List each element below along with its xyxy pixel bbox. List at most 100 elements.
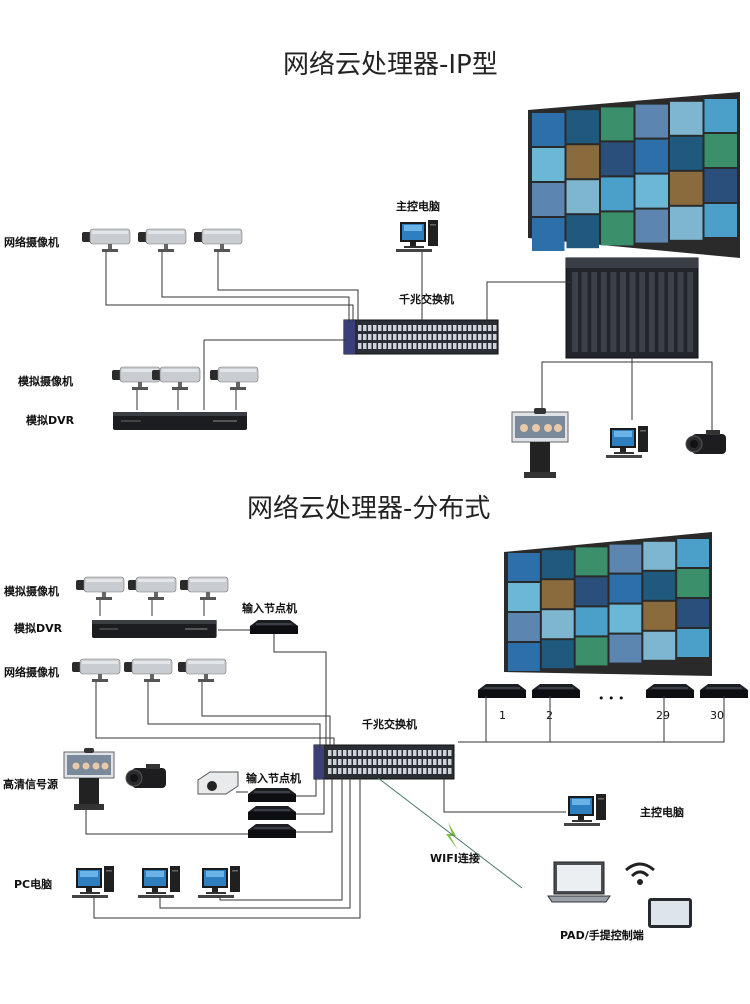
switch-port [328,750,332,756]
switch-port [428,759,432,765]
node-box-icon [248,806,296,820]
switch-port [373,334,377,340]
switch-port [388,334,392,340]
switch-port [478,334,482,340]
switch-port [433,750,437,756]
switch-port [343,768,347,774]
wiring-section2 [85,600,725,919]
switch-port [383,334,387,340]
video-wall-tile [635,139,668,173]
computer-icon [396,220,438,252]
processor-slot [581,272,588,352]
switch-port [473,334,477,340]
wifi-icon [625,862,655,885]
switch-port [328,759,332,765]
dvr-icon [92,620,217,638]
node-box-icon [248,824,296,838]
switch-port [393,343,397,349]
switch-port [438,768,442,774]
video-wall-tile [601,107,634,141]
switch-port [438,750,442,756]
switch-port [463,343,467,349]
switch-port [428,750,432,756]
switch-port [453,343,457,349]
switch-port [373,759,377,765]
switch-port [468,334,472,340]
switch-port [413,759,417,765]
switch-port [453,334,457,340]
switch-port [423,759,427,765]
switch-port [433,768,437,774]
switch-port [378,334,382,340]
video-wall-tile [670,206,703,240]
switch-port [408,759,412,765]
video-wall-tile [541,610,574,639]
video-wall-tile [566,145,599,179]
switch-port [333,750,337,756]
switch-port [443,759,447,765]
switch-port [418,759,422,765]
video-wall-tile [643,571,676,600]
switch-port [463,334,467,340]
switch-port [413,750,417,756]
switch-port [428,343,432,349]
switch-port [393,768,397,774]
projector-icon [197,771,239,795]
switch-port [393,334,397,340]
switch-port [448,750,452,756]
switch-port [348,750,352,756]
video-wall-tile [609,574,642,603]
wiring-section1 [105,252,713,430]
switch-port [458,343,462,349]
switch-port [368,343,372,349]
switch-port [413,334,417,340]
switch-port [388,750,392,756]
switch-port [428,325,432,331]
video-wall-tile [609,604,642,633]
analog-camera-label: 模拟摄像机 [4,584,59,598]
switch-port [403,325,407,331]
switch-port [488,334,492,340]
switch-port [358,334,362,340]
switch-port [408,768,412,774]
section1-title: 网络云处理器-IP型 [283,50,498,80]
video-wall-tile [575,547,608,576]
camcorder-icon [685,430,726,454]
output-node-number: 30 [710,709,724,722]
video-wall-tile [601,142,634,176]
video-wall-tile [635,174,668,208]
video-wall-tile [643,601,676,630]
switch-port [338,750,342,756]
video-wall-tile [532,218,565,251]
switch-port [418,325,422,331]
video-wall-tile [670,101,703,135]
switch-port [378,343,382,349]
video-wall-tile [508,613,540,641]
switch-port [433,343,437,349]
output-node-number: 29 [656,709,670,722]
switch-port [328,768,332,774]
video-wall-tile [566,110,599,144]
hd-source-label: 高清信号源 [3,777,58,791]
switch-icon [313,744,455,780]
camera-icon [193,228,243,253]
processor-slot [658,272,665,352]
switch-port [438,343,442,349]
switch-port [458,325,462,331]
switch-port [443,750,447,756]
camera-icon [81,228,131,253]
switch-port [383,343,387,349]
switch-port [433,759,437,765]
switch-port [338,759,342,765]
switch-port [343,750,347,756]
camera-icon [177,658,227,683]
switch-port [363,334,367,340]
section2-title: 网络云处理器-分布式 [247,494,490,524]
switch-label: 千兆交换机 [399,292,454,306]
video-wall-tile [541,640,574,669]
switch-port [423,750,427,756]
switch-port [423,334,427,340]
switch-port [433,334,437,340]
processor-slot [620,272,626,352]
